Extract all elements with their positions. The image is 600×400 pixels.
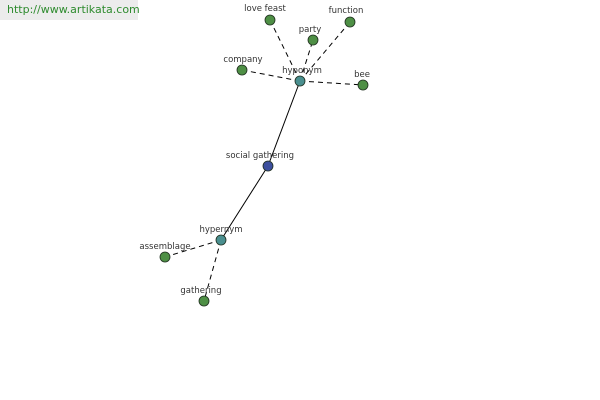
node-label-bee: bee (354, 70, 370, 80)
node-party[interactable]: party (299, 25, 321, 46)
graph-nodes: social gathering hyponym hypernym love feas… (139, 4, 370, 307)
node-hypernym[interactable]: hypernym (199, 225, 243, 246)
node-label-assemblage: assemblage (139, 242, 190, 252)
edge-hypernym-to-gathering (203, 239, 222, 302)
edge-hyponym-to-party (299, 39, 314, 82)
node-marker-hypernym[interactable] (215, 234, 227, 246)
node-marker-company[interactable] (236, 64, 248, 76)
node-marker-social-gathering[interactable] (262, 160, 274, 172)
node-label-hyponym: hyponym (282, 66, 322, 76)
edge-social-gathering-to-hypernym (220, 165, 269, 241)
node-marker-hyponym[interactable] (294, 75, 306, 87)
node-marker-assemblage[interactable] (159, 251, 171, 263)
node-label-love-feast: love feast (244, 4, 286, 14)
node-label-function: function (329, 6, 364, 16)
artikata-link[interactable]: http://www.artikata.com (0, 0, 140, 20)
node-hyponym[interactable]: hyponym (282, 66, 322, 87)
node-assemblage[interactable]: assemblage (139, 242, 191, 263)
graph-edges (164, 19, 364, 302)
edge-hyponym-to-love-feast (269, 19, 301, 82)
node-function[interactable]: function (329, 6, 364, 28)
edge-hypernym-to-assemblage (164, 239, 222, 258)
edge-hyponym-to-company (241, 69, 301, 82)
node-label-social-gathering: social gathering (226, 151, 294, 161)
node-marker-function[interactable] (344, 16, 356, 28)
node-marker-party[interactable] (307, 34, 319, 46)
node-marker-bee[interactable] (357, 79, 369, 91)
node-label-company: company (223, 55, 262, 65)
node-company[interactable]: company (223, 55, 263, 76)
node-social-gathering[interactable]: social gathering (226, 151, 294, 172)
edge-hyponym-to-function (299, 21, 351, 82)
node-love-feast[interactable]: love feast (244, 4, 287, 26)
node-gathering[interactable]: gathering (180, 286, 222, 307)
node-label-hypernym: hypernym (199, 225, 242, 235)
node-marker-love-feast[interactable] (264, 14, 276, 26)
node-label-party: party (299, 25, 321, 35)
node-bee[interactable]: bee (354, 70, 370, 91)
node-label-gathering: gathering (180, 286, 221, 296)
node-marker-gathering[interactable] (198, 295, 210, 307)
edge-social-gathering-to-hyponym (267, 80, 301, 167)
edge-hyponym-to-bee (299, 80, 364, 86)
